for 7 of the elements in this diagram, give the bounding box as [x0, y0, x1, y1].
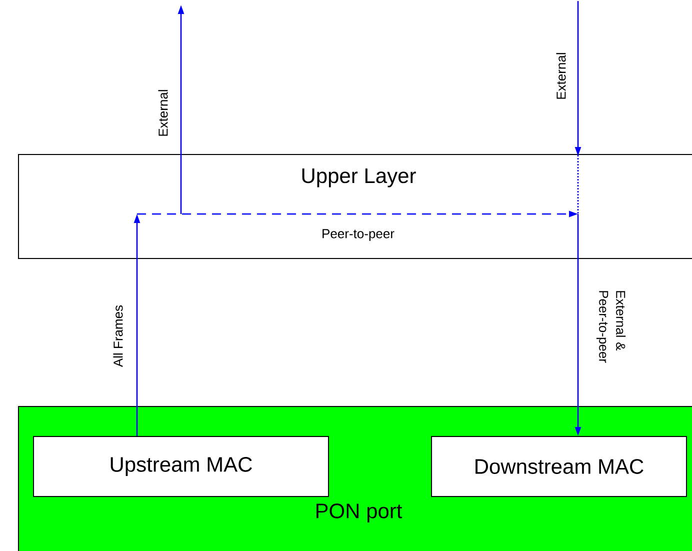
edge-label: External & Peer-to-peer: [595, 289, 627, 373]
edge-label: External: [157, 88, 169, 138]
mac-box: Upstream MAC: [33, 436, 329, 497]
edge-label: External: [555, 51, 567, 101]
mac-box: Downstream MAC: [431, 436, 688, 497]
edge-label: Peer-to-peer: [320, 228, 396, 242]
edge-label: All Frames: [112, 304, 124, 368]
